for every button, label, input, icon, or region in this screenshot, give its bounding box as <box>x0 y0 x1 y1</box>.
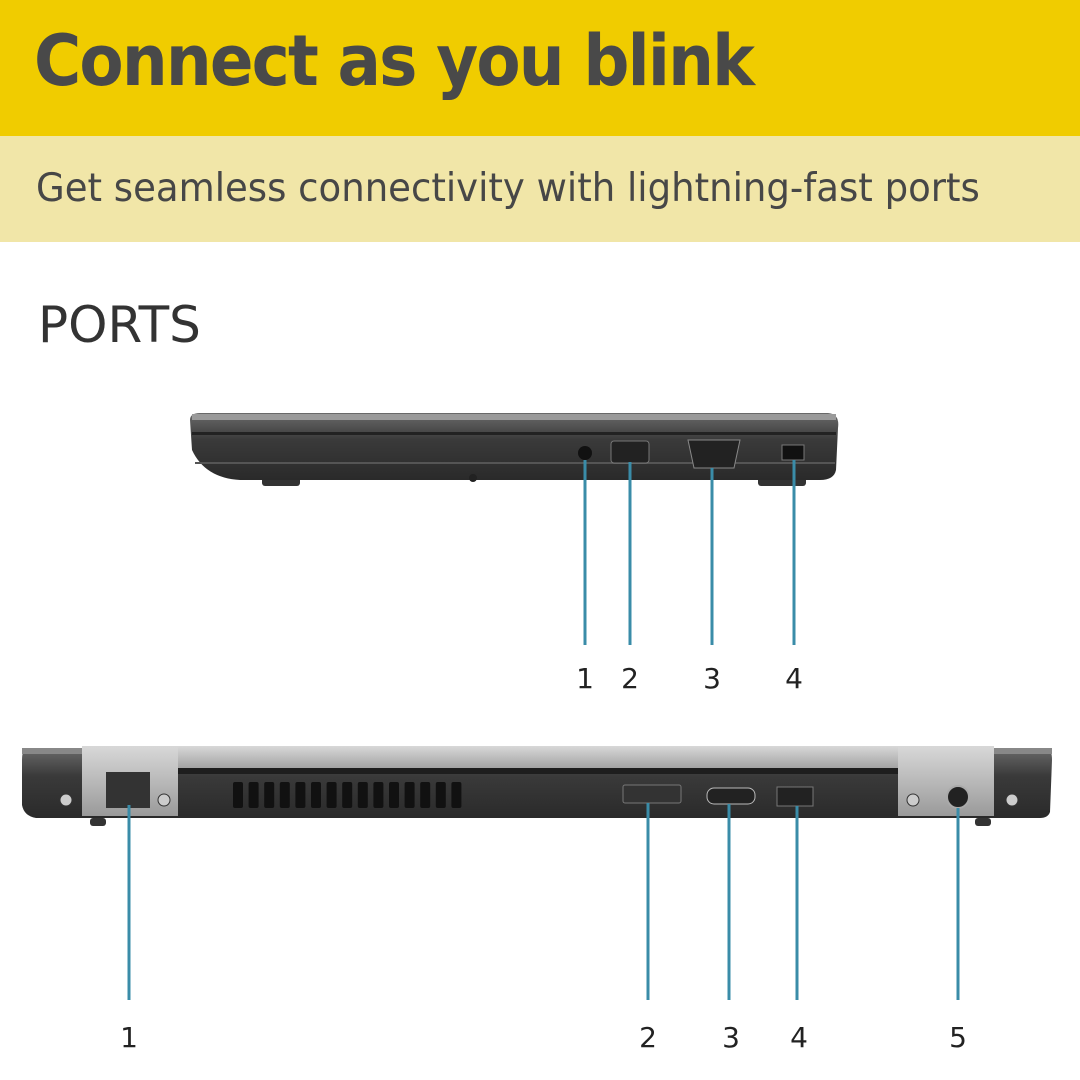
vent-slot <box>248 782 259 808</box>
side-label-3: 3 <box>703 662 721 695</box>
vent-slot <box>279 782 290 808</box>
section-title: PORTS <box>38 296 201 354</box>
side-label-2: 2 <box>621 662 639 695</box>
vent-slot <box>389 782 399 808</box>
subheadline: Get seamless connectivity with lightning… <box>36 166 980 211</box>
vent-slot <box>373 782 384 808</box>
vent-slot <box>357 782 368 808</box>
vent-slot <box>342 782 353 808</box>
vent-slot <box>295 782 306 808</box>
vent-slot <box>233 782 243 808</box>
rear-label-1: 1 <box>120 1021 138 1054</box>
audio-jack-icon <box>578 446 592 460</box>
vent-slot <box>264 782 275 808</box>
usb-port-rear-icon <box>776 786 814 807</box>
side-label-4: 4 <box>785 662 803 695</box>
rear-callouts <box>127 803 960 1000</box>
vent-slot <box>420 782 431 808</box>
ethernet-port-icon <box>106 772 150 808</box>
header-banner: Connect as you blink <box>0 0 1080 136</box>
vent-slot <box>435 782 446 808</box>
headline: Connect as you blink <box>34 20 755 102</box>
vent-slot <box>311 782 321 808</box>
laptop-rear-view <box>22 746 1052 826</box>
vent-grille <box>233 782 462 808</box>
laptop-side-view <box>190 413 839 486</box>
power-port-icon <box>946 785 970 809</box>
vent-slot <box>404 782 415 808</box>
vent-slot <box>451 782 462 808</box>
hdmi-port-icon <box>706 787 756 805</box>
side-label-1: 1 <box>576 662 594 695</box>
rear-label-2: 2 <box>639 1021 657 1054</box>
rear-label-4: 4 <box>790 1021 808 1054</box>
side-callouts <box>583 460 796 645</box>
vent-slot <box>326 782 337 808</box>
lock-slot-icon <box>781 444 805 461</box>
sim-slot-icon <box>622 784 682 804</box>
usb-port-icon <box>610 440 650 464</box>
rear-label-3: 3 <box>722 1021 740 1054</box>
subheader-banner: Get seamless connectivity with lightning… <box>0 136 1080 242</box>
vga-port-icon <box>687 439 741 469</box>
rear-label-5: 5 <box>949 1021 967 1054</box>
